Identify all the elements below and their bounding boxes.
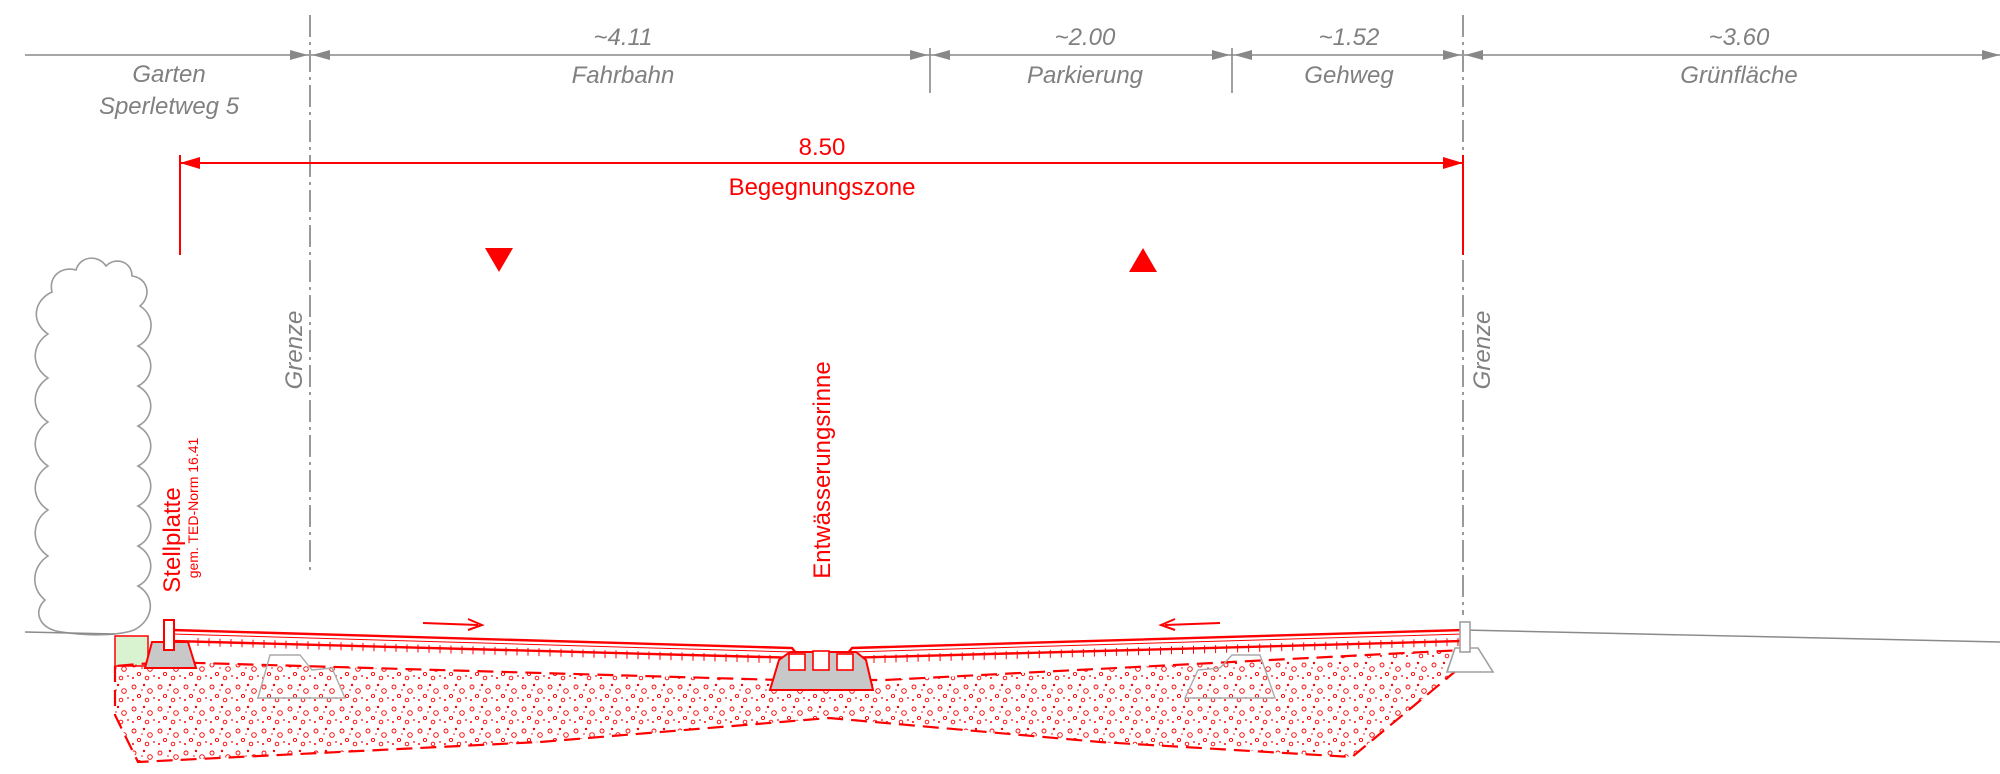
dimension-label-gruenflaeche: Grünfläche [1680, 62, 1797, 89]
ground-line-right [1462, 629, 2000, 643]
boundary-label-right: Grenze [1469, 311, 1496, 390]
pavement-joint-right [851, 633, 1464, 653]
zone-label: Begegnungszone [729, 174, 916, 201]
flow-arrow-right-icon [422, 618, 485, 631]
edge-plate-note: gem. TED-Norm 16.41 [185, 438, 201, 579]
lawn-patch [114, 635, 149, 667]
dimension-chain [25, 48, 2000, 93]
dimension-label-fahrbahn: Fahrbahn [572, 62, 675, 89]
dimension-value-parkierung: ~2.00 [1055, 24, 1116, 51]
pavement-surface [170, 628, 803, 660]
zone-width: 8.50 [799, 134, 846, 161]
drainage-gutter-stones [788, 650, 854, 671]
garden-label: Garten [132, 61, 205, 88]
zone-dimension [179, 155, 1464, 255]
dimension-value-gruenflaeche: ~3.60 [1709, 24, 1770, 51]
ground-line-left [24, 631, 116, 635]
drainage-label: Entwässerungsrinne [809, 361, 836, 578]
triangle-up-icon [1129, 248, 1157, 272]
edge-plate-foundation [143, 641, 198, 669]
garden-address: Sperletweg 5 [99, 93, 240, 120]
dimension-value-fahrbahn: ~4.11 [594, 24, 653, 51]
edge-plate-title: Stellplatte [159, 487, 186, 592]
boundary-label-left: Grenze [281, 311, 308, 390]
dimension-label-parkierung: Parkierung [1027, 62, 1144, 89]
dimension-label-gehweg: Gehweg [1304, 62, 1394, 89]
pavement-hatch [197, 638, 1459, 663]
flow-arrow-left-icon [1158, 618, 1221, 631]
existing-curb-stone-right [1459, 621, 1471, 653]
triangle-down-icon [485, 248, 513, 272]
pavement-joint-left [171, 633, 793, 653]
dimension-value-gehweg: ~1.52 [1319, 24, 1380, 51]
existing-curb-outline [257, 654, 1276, 699]
edge-plate [163, 619, 175, 651]
tree-outline-icon [34, 257, 152, 636]
existing-curb-right [1445, 647, 1495, 673]
